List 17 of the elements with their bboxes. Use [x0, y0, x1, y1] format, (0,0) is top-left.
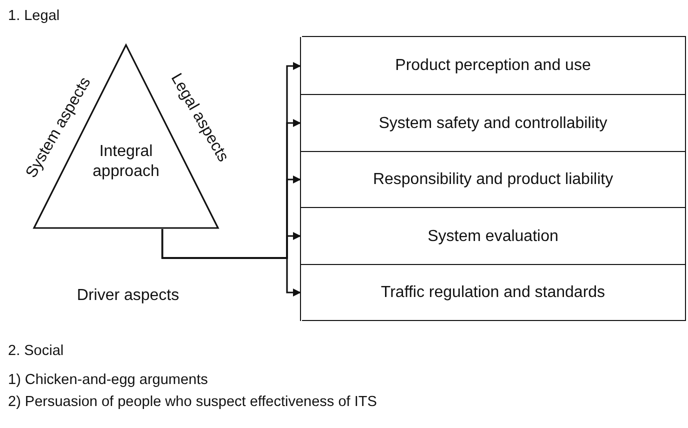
connector-arrow: [161, 229, 301, 296]
row-text: Traffic regulation and standards: [380, 284, 606, 302]
list-item: 2) Persuasion of people who suspect effectiveness of ITS: [8, 394, 377, 410]
category-table: [302, 36, 686, 321]
category-row: [300, 207, 685, 265]
row-text: Product perception and use: [395, 56, 591, 74]
section-heading: 1. Legal: [8, 8, 60, 24]
category-row: [300, 151, 685, 208]
row-text: Responsibility and product liability: [372, 171, 614, 189]
triangle-text: Integral approach: [92, 142, 160, 182]
list-item: 1) Chicken-and-egg arguments: [8, 372, 208, 388]
category-row: [300, 94, 685, 152]
row-text: System safety and controllability: [378, 114, 608, 132]
row-text: System evaluation: [428, 228, 558, 246]
section-heading: 2. Social: [8, 343, 64, 359]
base-label: Driver aspects: [76, 287, 180, 305]
category-row: [300, 264, 685, 321]
